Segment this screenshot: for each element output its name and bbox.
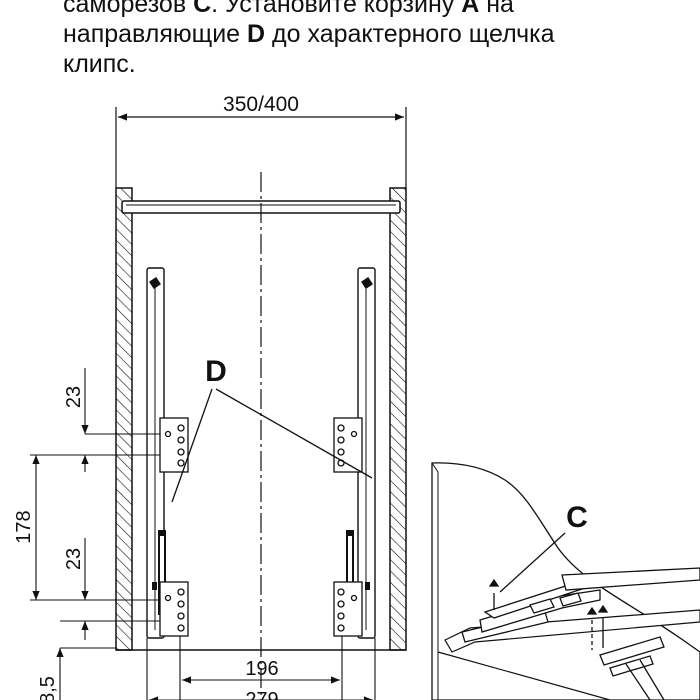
- instruction-line-3: клипс.: [63, 50, 136, 78]
- cabinet-width-dimension: [115, 107, 407, 188]
- instruction-text-segment: саморезов: [63, 0, 194, 18]
- right-upper-bracket: [333, 417, 363, 473]
- instruction-text: саморезов C. Установите корзину A на нап…: [63, 0, 693, 79]
- right-lower-bracket: [333, 581, 363, 637]
- left-upper-bracket: [159, 417, 189, 473]
- screw-callout-leader: [499, 532, 566, 593]
- offset-bottom-label: 23: [63, 548, 85, 570]
- instruction-text-segment: до характерного щелчка: [265, 20, 555, 48]
- perspective-detail-view: [431, 462, 700, 700]
- instruction-bold-c: C: [193, 0, 212, 18]
- instruction-text-segment: на: [479, 0, 514, 18]
- instruction-line-1: саморезов C. Установите корзину A на: [63, 0, 693, 19]
- screw-callout-label: C: [566, 501, 588, 534]
- cabinet-width-label: 350/400: [223, 93, 299, 116]
- cabinet-left-wall: [115, 187, 133, 651]
- instruction-line-2: направляющие D до характерного щелчка: [63, 19, 693, 49]
- spacing-label: 178: [13, 510, 35, 543]
- offset-top-label: 23: [63, 386, 85, 408]
- instruction-bold-a: A: [461, 0, 480, 18]
- left-lower-bracket: [159, 581, 189, 637]
- inner-rail-distance-label: 196: [245, 658, 278, 680]
- instruction-text-segment: . Установите корзину: [211, 0, 462, 18]
- vertical-dimension-lines: [30, 368, 160, 700]
- runner-callout-label: D: [205, 355, 227, 388]
- instruction-bold-d: D: [247, 20, 266, 48]
- right-runner: [346, 267, 376, 639]
- runner-callout-leaders: [171, 388, 373, 503]
- cabinet-right-wall: [389, 187, 407, 651]
- outer-rail-distance-label: 279: [245, 689, 278, 700]
- bottom-offset-label: 8,5: [37, 676, 59, 700]
- instruction-text-segment: направляющие: [63, 20, 248, 48]
- rail-distance-dimensions: [146, 636, 376, 700]
